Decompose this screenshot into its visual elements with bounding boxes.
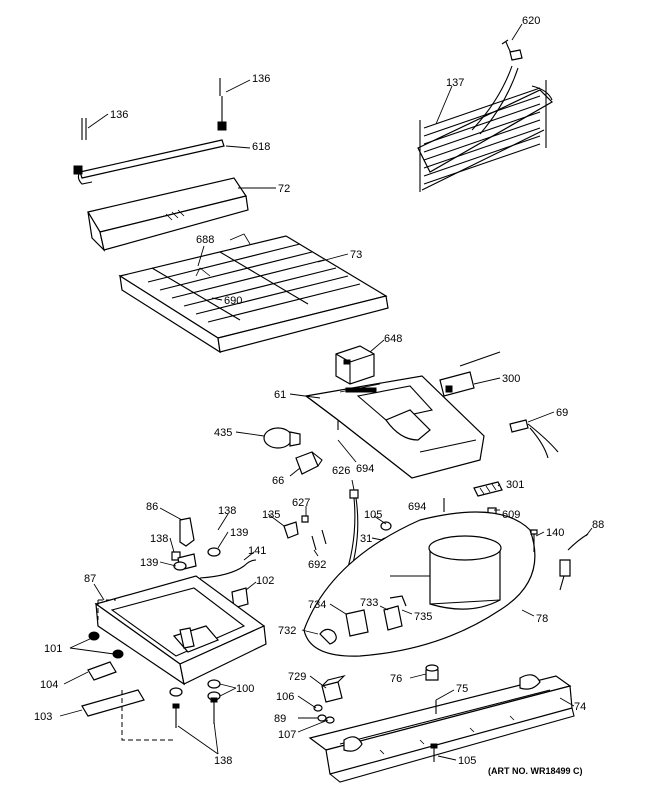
callout-106: 106 xyxy=(276,691,294,703)
part-620-connector xyxy=(501,39,523,61)
part-139-grommet xyxy=(173,547,221,571)
callout-31: 31 xyxy=(360,533,372,545)
callout-135: 135 xyxy=(262,509,280,521)
callout-694: 694 xyxy=(408,501,426,513)
callout-138: 138 xyxy=(150,533,168,545)
callout-104: 104 xyxy=(40,679,58,691)
part-103-insulation xyxy=(81,689,145,717)
callout-735: 735 xyxy=(414,611,432,623)
callout-300: 300 xyxy=(502,373,520,385)
part-734-relay-cover xyxy=(345,609,369,637)
callout-76: 76 xyxy=(390,673,402,685)
leader-dashed-pan xyxy=(121,690,176,741)
part-138-screws xyxy=(172,697,218,728)
part-76-grommet xyxy=(425,664,439,681)
callout-86: 86 xyxy=(146,501,158,513)
part-72-evaporator-cover xyxy=(87,177,249,252)
part-78-compressor xyxy=(303,511,536,657)
callout-66: 66 xyxy=(272,475,284,487)
part-618-tube-assembly xyxy=(73,78,227,185)
callout-103: 103 xyxy=(34,711,52,723)
callout-89: 89 xyxy=(274,713,286,725)
callout-139: 139 xyxy=(230,527,248,539)
part-733-overload xyxy=(383,595,407,631)
part-61-control-housing xyxy=(304,375,485,479)
callout-88: 88 xyxy=(592,519,604,531)
part-137-condenser xyxy=(417,65,553,192)
part-732-clip xyxy=(319,628,337,645)
part-86-drain-tube xyxy=(171,517,197,571)
part-104-foam-pad xyxy=(87,661,117,681)
callout-140: 140 xyxy=(546,527,564,539)
callout-648: 648 xyxy=(384,333,402,345)
part-74-base-rail xyxy=(308,674,575,783)
callout-73: 73 xyxy=(350,249,362,261)
part-729-terminal xyxy=(321,674,346,703)
callout-136: 136 xyxy=(252,73,270,85)
callout-101: 101 xyxy=(44,643,62,655)
part-135-clip xyxy=(283,521,299,539)
callout-609: 609 xyxy=(502,509,520,521)
part-140-screw xyxy=(530,529,538,552)
part-88-wire xyxy=(559,533,589,591)
part-66-light-socket xyxy=(295,451,323,475)
callout-75: 75 xyxy=(456,683,468,695)
part-100-hardware xyxy=(169,679,221,701)
callout-626: 626 xyxy=(332,465,350,477)
callout-627: 627 xyxy=(292,497,310,509)
callout-87: 87 xyxy=(84,573,96,585)
part-69-wire-harness xyxy=(509,419,559,459)
part-141-wire xyxy=(199,559,257,579)
callout-618: 618 xyxy=(252,141,270,153)
callout-61: 61 xyxy=(274,389,286,401)
part-648-relay xyxy=(335,345,375,385)
callout-692: 692 xyxy=(308,559,326,571)
leader-lines xyxy=(59,23,593,761)
callout-labels: 620 136 136 137 618 72 688 73 690 648 30… xyxy=(34,15,604,767)
part-105-screw xyxy=(430,743,438,762)
callout-138: 138 xyxy=(214,755,232,767)
callout-729: 729 xyxy=(288,671,306,683)
part-435-light-bulb xyxy=(263,427,301,449)
callout-137: 137 xyxy=(446,77,464,89)
callout-690: 690 xyxy=(224,295,242,307)
callout-72: 72 xyxy=(278,183,290,195)
callout-138: 138 xyxy=(218,505,236,517)
part-692-screws xyxy=(301,515,327,551)
part-87-drain-pan xyxy=(94,575,267,686)
part-73-evaporator xyxy=(118,233,389,354)
callout-78: 78 xyxy=(536,613,548,625)
callout-69: 69 xyxy=(556,407,568,419)
callout-74: 74 xyxy=(574,701,586,713)
callout-694: 694 xyxy=(356,463,374,475)
callout-139: 139 xyxy=(140,557,158,569)
callout-102: 102 xyxy=(256,575,274,587)
callout-732: 732 xyxy=(278,625,296,637)
callout-107: 107 xyxy=(278,729,296,741)
callout-141: 141 xyxy=(248,545,266,557)
callout-620: 620 xyxy=(522,15,540,27)
callout-105: 105 xyxy=(458,755,476,767)
callout-301: 301 xyxy=(506,479,524,491)
part-102-heater xyxy=(231,587,249,609)
part-106-washer xyxy=(313,704,335,724)
callout-100: 100 xyxy=(236,683,254,695)
art-number: (ART NO. WR18499 C) xyxy=(488,766,583,776)
callout-136: 136 xyxy=(110,109,128,121)
callout-435: 435 xyxy=(214,427,232,439)
part-101-grommets xyxy=(88,631,124,659)
callout-105: 105 xyxy=(364,509,382,521)
part-300-overload xyxy=(439,351,501,397)
part-301-capacitor xyxy=(473,481,503,497)
callout-688: 688 xyxy=(196,234,214,246)
callout-733: 733 xyxy=(360,597,378,609)
callout-734: 734 xyxy=(308,599,326,611)
